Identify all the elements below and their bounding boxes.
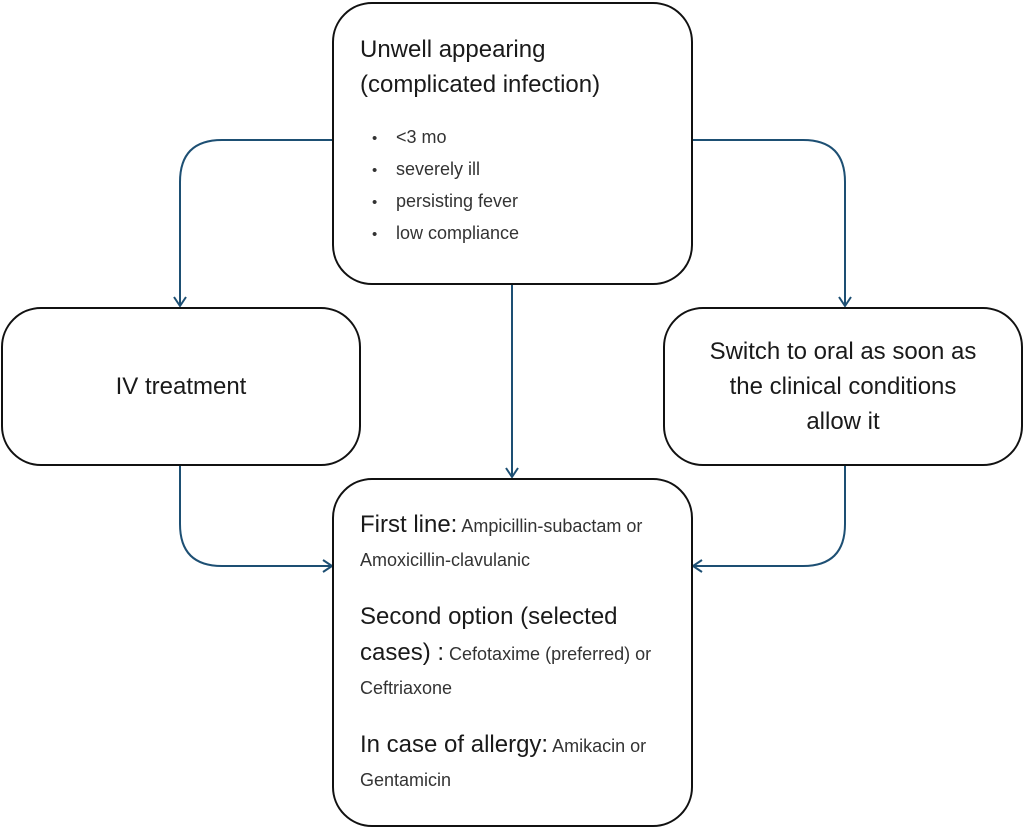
node-top-title-line1: Unwell appearing <box>360 36 546 63</box>
connector-left-to-bottom <box>179 466 331 567</box>
connector-top-to-right <box>693 139 846 305</box>
node-iv-treatment: IV treatment <box>1 307 361 466</box>
arrowhead-top-to-right <box>838 296 852 308</box>
arrowhead-top-to-bottom <box>505 467 519 479</box>
node-right-line3: allow it <box>806 408 880 435</box>
arrowhead-top-to-left <box>173 296 187 308</box>
criteria-item-text: persisting fever <box>396 191 519 211</box>
arrowhead-right-to-bottom <box>691 559 703 573</box>
node-unwell-appearing: Unwell appearing (complicated infection)… <box>332 2 693 285</box>
criteria-item: <3 mo <box>372 122 665 154</box>
criteria-item: low compliance <box>372 218 665 250</box>
criteria-item: severely ill <box>372 154 665 186</box>
first-line-text: Ampicillin-subactam or Amoxicillin-clavu… <box>360 516 643 570</box>
node-top-title-line2: (complicated infection) <box>360 71 601 98</box>
criteria-item: persisting fever <box>372 186 665 218</box>
allergy-text: Amikacin or Gentamicin <box>360 736 647 790</box>
second-option-heading: Second option (selected cases) : <box>360 603 618 666</box>
node-left-label: IV treatment <box>115 373 247 400</box>
connector-right-to-bottom <box>694 466 846 567</box>
connector-top-to-left <box>179 139 332 305</box>
criteria-item-text: <3 mo <box>396 127 447 147</box>
node-antibiotic-options: First line: Ampicillin-subactam or Amoxi… <box>332 478 693 827</box>
node-right-line2: the clinical conditions <box>729 373 957 400</box>
second-option-section: Second option (selected cases) : Cefotax… <box>360 600 671 706</box>
criteria-item-text: severely ill <box>396 159 481 179</box>
criteria-item-text: low compliance <box>396 223 520 243</box>
node-right-label: Switch to oral as soon as the clinical c… <box>710 334 977 439</box>
first-line-section: First line: Ampicillin-subactam or Amoxi… <box>360 508 671 578</box>
node-top-title: Unwell appearing (complicated infection) <box>360 32 665 102</box>
second-option-text: Cefotaxime (preferred) or Ceftriaxone <box>360 644 652 698</box>
allergy-heading: In case of allergy: <box>360 731 549 758</box>
first-line-heading: First line: <box>360 511 458 538</box>
node-right-line1: Switch to oral as soon as <box>709 338 977 365</box>
node-switch-to-oral: Switch to oral as soon as the clinical c… <box>663 307 1023 466</box>
allergy-section: In case of allergy: Amikacin or Gentamic… <box>360 728 671 798</box>
criteria-list: <3 mo severely ill persisting fever low … <box>360 122 665 250</box>
